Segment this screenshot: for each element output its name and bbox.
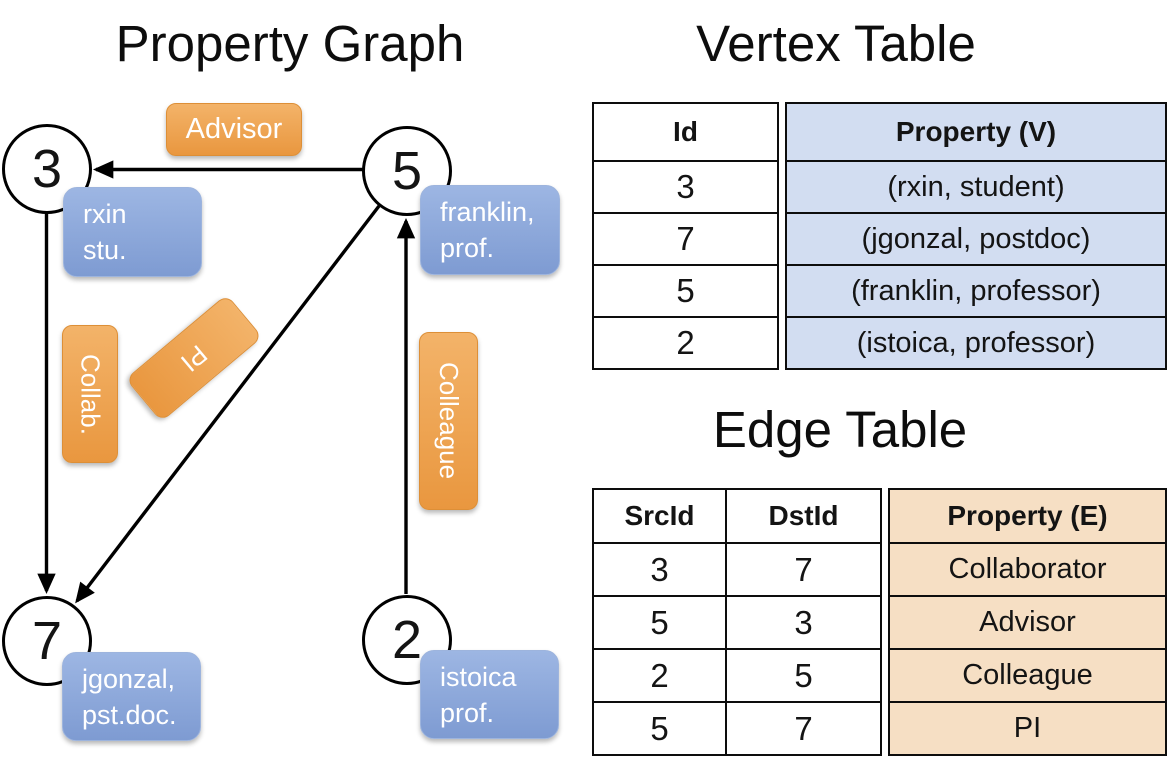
table-cell: 7 bbox=[594, 212, 777, 264]
table-cell: PI bbox=[890, 701, 1165, 754]
column-header: Id bbox=[673, 116, 698, 147]
vertex-property-box-7: jgonzal, pst.doc. bbox=[62, 652, 201, 741]
column-header: Property (V) bbox=[787, 104, 1165, 160]
table-cell: 2 bbox=[594, 316, 777, 368]
edge-table-title: Edge Table bbox=[712, 401, 968, 458]
edge-label-pi-text: PI bbox=[175, 338, 214, 378]
vertex-table-id-column: Id 3 7 5 2 bbox=[592, 102, 779, 370]
vertex-table-property-column: Property (V) (rxin, student) (jgonzal, p… bbox=[785, 102, 1167, 370]
property-graph-title: Property Graph bbox=[115, 15, 465, 72]
vertex-table: Id 3 7 5 2 Property (V) (rxin, student) … bbox=[592, 102, 1167, 370]
column-header: DstId bbox=[725, 490, 880, 542]
table-cell: 7 bbox=[725, 542, 880, 595]
vertex-property-line: prof. bbox=[440, 232, 495, 263]
table-cell: (rxin, student) bbox=[787, 160, 1165, 212]
table-cell: Collaborator bbox=[890, 542, 1165, 595]
edge-label-collab: Collab. bbox=[62, 325, 118, 463]
edge-table-property-column: Property (E) Collaborator Advisor Collea… bbox=[888, 488, 1167, 756]
table-cell: 3 bbox=[594, 160, 777, 212]
edge-label-colleague-text: Colleague bbox=[434, 362, 464, 480]
edge-table: SrcId DstId 3 7 5 3 2 5 5 7 Property (E)… bbox=[592, 488, 1167, 756]
table-cell: 3 bbox=[594, 542, 725, 595]
table-cell: 5 bbox=[594, 595, 725, 648]
edge-table-id-columns: SrcId DstId 3 7 5 3 2 5 5 7 bbox=[592, 488, 882, 756]
table-cell: (istoica, professor) bbox=[787, 316, 1165, 368]
table-cell: 5 bbox=[594, 264, 777, 316]
vertex-property-line: rxin bbox=[83, 199, 127, 229]
edge-label-collab-text: Collab. bbox=[75, 353, 106, 435]
table-cell: 5 bbox=[594, 701, 725, 754]
vertex-property-line: stu. bbox=[83, 234, 127, 265]
vertex-property-box-5: franklin, prof. bbox=[420, 185, 560, 275]
table-cell: 2 bbox=[594, 648, 725, 701]
table-cell: Advisor bbox=[890, 595, 1165, 648]
table-cell: Colleague bbox=[890, 648, 1165, 701]
table-cell: (jgonzal, postdoc) bbox=[787, 212, 1165, 264]
vertex-property-line: pst.doc. bbox=[82, 699, 177, 730]
vertex-property-line: istoica bbox=[440, 662, 517, 692]
edge-label-colleague: Colleague bbox=[419, 332, 478, 510]
edge-label-advisor: Advisor bbox=[166, 103, 302, 156]
table-cell: 3 bbox=[725, 595, 880, 648]
table-cell: (franklin, professor) bbox=[787, 264, 1165, 316]
table-cell: 5 bbox=[725, 648, 880, 701]
column-header: SrcId bbox=[624, 500, 695, 531]
column-header: Property (E) bbox=[890, 490, 1165, 542]
vertex-node-3: 3 bbox=[2, 124, 92, 214]
vertex-property-line: prof. bbox=[440, 697, 495, 728]
vertex-table-title: Vertex Table bbox=[696, 15, 976, 72]
vertex-property-box-2: istoica prof. bbox=[420, 650, 559, 739]
table-cell: 7 bbox=[725, 701, 880, 754]
vertex-property-box-3: rxin stu. bbox=[63, 187, 202, 277]
vertex-property-line: franklin, bbox=[440, 197, 535, 227]
vertex-property-line: jgonzal, bbox=[82, 664, 176, 694]
edge-pi-5-to-7 bbox=[75, 204, 381, 604]
